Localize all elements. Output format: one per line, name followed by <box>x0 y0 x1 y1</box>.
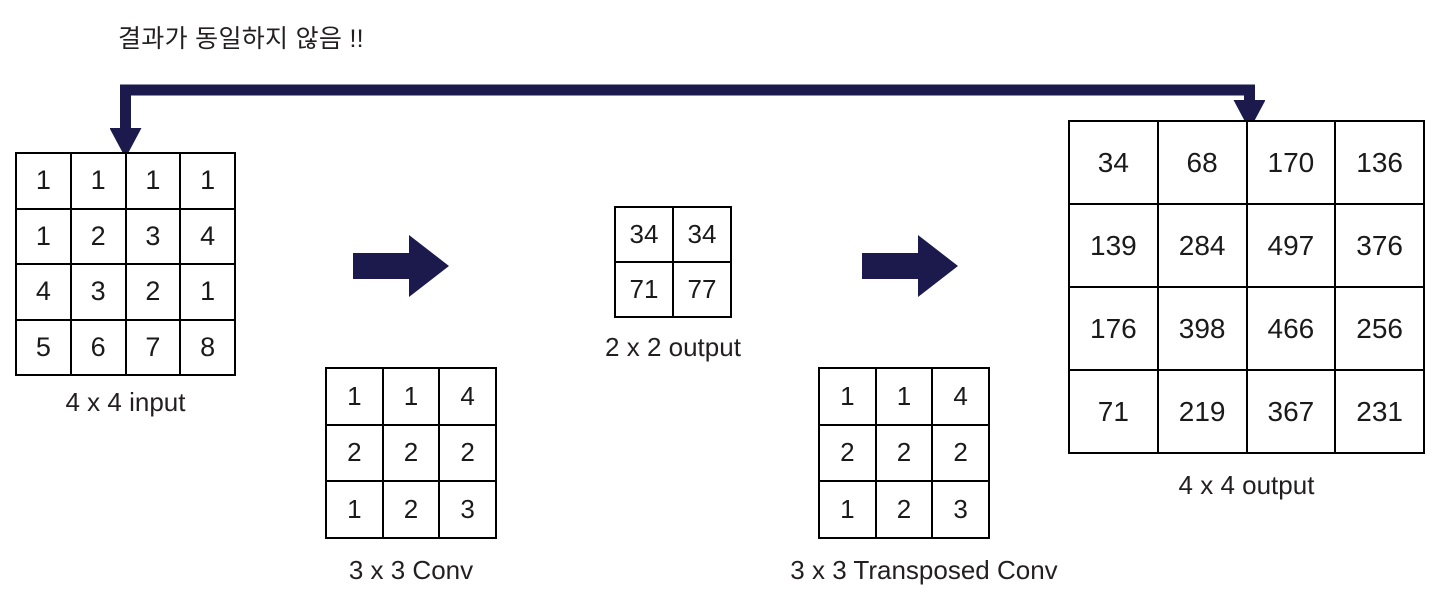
matrix-cell: 4 <box>933 369 990 426</box>
matrix-cell: 3 <box>71 265 127 321</box>
matrix-cell: 34 <box>674 208 732 263</box>
matrix-cell: 77 <box>674 263 732 318</box>
matrix-cell: 376 <box>1336 205 1425 288</box>
comparison-note-label: 결과가 동일하지 않음 !! <box>118 25 364 53</box>
transposed-conv-arrow-icon <box>862 235 958 297</box>
matrix-cell: 1 <box>71 154 127 210</box>
matrix-cell: 256 <box>1336 288 1425 371</box>
matrix-cell: 1 <box>17 154 72 210</box>
conv-kernel-caption: 3 x 3 Conv <box>348 555 474 585</box>
matrix-cell: 1 <box>327 369 384 426</box>
matrix-cell: 3 <box>933 482 990 539</box>
transposed-conv-kernel-matrix: 1 1 4 2 2 2 1 2 3 <box>818 367 990 539</box>
matrix-cell: 4 <box>440 369 497 426</box>
matrix-cell: 2 <box>383 425 441 483</box>
matrix-cell: 34 <box>616 208 674 263</box>
conv-kernel-matrix: 1 1 4 2 2 2 1 2 3 <box>325 367 497 539</box>
matrix-cell: 2 <box>933 425 990 483</box>
final-output-caption: 4 x 4 output <box>1178 470 1315 500</box>
matrix-cell: 497 <box>1247 205 1337 288</box>
conv-arrow-icon <box>353 235 449 297</box>
matrix-cell: 136 <box>1336 122 1425 205</box>
matrix-cell: 34 <box>1070 122 1159 205</box>
input-matrix-caption: 4 x 4 input <box>65 387 186 417</box>
matrix-cell: 2 <box>876 482 934 539</box>
matrix-cell: 139 <box>1070 205 1159 288</box>
matrix-cell: 1 <box>327 482 384 539</box>
matrix-cell: 1 <box>383 369 441 426</box>
matrix-cell: 6 <box>71 320 127 376</box>
matrix-cell: 68 <box>1158 122 1248 205</box>
matrix-cell: 1 <box>181 154 236 210</box>
transposed-conv-kernel-caption: 3 x 3 Transposed Conv <box>790 555 1058 585</box>
matrix-cell: 367 <box>1247 371 1337 454</box>
matrix-cell: 231 <box>1336 371 1425 454</box>
matrix-cell: 1 <box>876 369 934 426</box>
matrix-cell: 2 <box>71 209 127 265</box>
matrix-cell: 170 <box>1247 122 1337 205</box>
intermediate-output-caption: 2 x 2 output <box>605 332 741 362</box>
matrix-cell: 4 <box>17 265 72 321</box>
matrix-cell: 3 <box>440 482 497 539</box>
matrix-cell: 2 <box>876 425 934 483</box>
input-matrix: 1 1 1 1 1 2 3 4 4 3 2 1 5 6 7 8 <box>15 152 236 376</box>
matrix-cell: 284 <box>1158 205 1248 288</box>
matrix-cell: 71 <box>616 263 674 318</box>
final-output-matrix: 34 68 170 136 139 284 497 376 176 398 46… <box>1068 120 1425 454</box>
matrix-cell: 1 <box>17 209 72 265</box>
matrix-cell: 219 <box>1158 371 1248 454</box>
matrix-cell: 2 <box>126 265 182 321</box>
matrix-cell: 3 <box>126 209 182 265</box>
matrix-cell: 466 <box>1247 288 1337 371</box>
matrix-cell: 2 <box>383 482 441 539</box>
matrix-cell: 1 <box>820 482 877 539</box>
matrix-cell: 7 <box>126 320 182 376</box>
matrix-cell: 4 <box>181 209 236 265</box>
matrix-cell: 2 <box>820 425 877 483</box>
matrix-cell: 1 <box>820 369 877 426</box>
matrix-cell: 176 <box>1070 288 1159 371</box>
matrix-cell: 71 <box>1070 371 1159 454</box>
matrix-cell: 1 <box>126 154 182 210</box>
matrix-cell: 2 <box>440 425 497 483</box>
intermediate-output-matrix: 34 34 71 77 <box>614 206 732 318</box>
matrix-cell: 2 <box>327 425 384 483</box>
matrix-cell: 398 <box>1158 288 1248 371</box>
matrix-cell: 1 <box>181 265 236 321</box>
matrix-cell: 5 <box>17 320 72 376</box>
matrix-cell: 8 <box>181 320 236 376</box>
